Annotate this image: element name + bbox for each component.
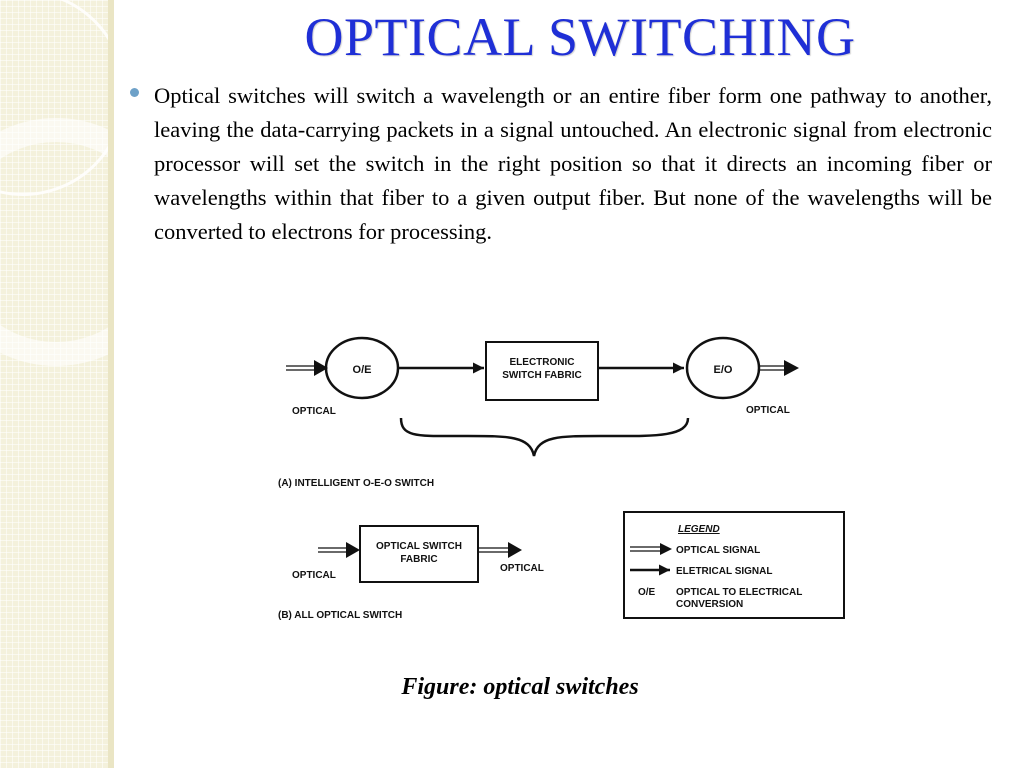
legend-oe-meaning-line2: CONVERSION (676, 599, 743, 610)
oe-node-label: O/E (353, 364, 372, 376)
optical-switch-fabric-box (359, 525, 479, 583)
caption-a: (A) INTELLIGENT O-E-O SWITCH (278, 478, 434, 489)
grouping-brace (399, 417, 690, 457)
bullet-text: Optical switches will switch a wavelengt… (154, 83, 992, 244)
optical-switch-diagram: O/E ELECTRONIC SWITCH FABRIC E/O OPTICAL… (278, 336, 845, 621)
decorative-ring (0, 118, 114, 366)
legend-box (623, 511, 845, 619)
decorative-side-panel (0, 0, 114, 768)
optical-input-label-b: OPTICAL (292, 570, 336, 581)
legend-optical-signal-label: OPTICAL SIGNAL (676, 545, 760, 556)
legend-electrical-signal-label: ELETRICAL SIGNAL (676, 566, 772, 577)
bullet-point: Optical switches will switch a wavelengt… (130, 79, 992, 249)
figure-caption: Figure: optical switches (401, 674, 639, 700)
legend-oe-meaning-line1: OPTICAL TO ELECTRICAL (676, 587, 802, 598)
slide-title: OPTICAL SWITCHING (304, 7, 856, 67)
electronic-switch-fabric-box (485, 341, 599, 401)
optical-input-arrow-a (286, 360, 328, 376)
legend-title: LEGEND (678, 524, 720, 535)
electronic-fabric-label-line2: SWITCH FABRIC (502, 370, 581, 381)
optical-output-label-b: OPTICAL (500, 563, 544, 574)
legend-optical-signal-arrow (630, 543, 672, 555)
optical-output-arrow-a (759, 360, 799, 376)
optical-fabric-label-line1: OPTICAL SWITCH (376, 541, 462, 552)
optical-output-label-a: OPTICAL (746, 405, 790, 416)
optical-input-label-a: OPTICAL (292, 406, 336, 417)
optical-fabric-label-line2: FABRIC (400, 554, 437, 565)
side-panel-edge (108, 0, 114, 768)
eo-converter-node (685, 336, 761, 400)
eo-node-label: E/O (714, 364, 733, 376)
optical-output-arrow-b (478, 542, 522, 558)
electronic-fabric-label-line1: ELECTRONIC (510, 357, 575, 368)
optical-input-arrow-b (318, 542, 360, 558)
bullet-icon (130, 88, 139, 97)
caption-b: (B) ALL OPTICAL SWITCH (278, 610, 402, 621)
legend-oe-abbreviation: O/E (638, 587, 656, 598)
